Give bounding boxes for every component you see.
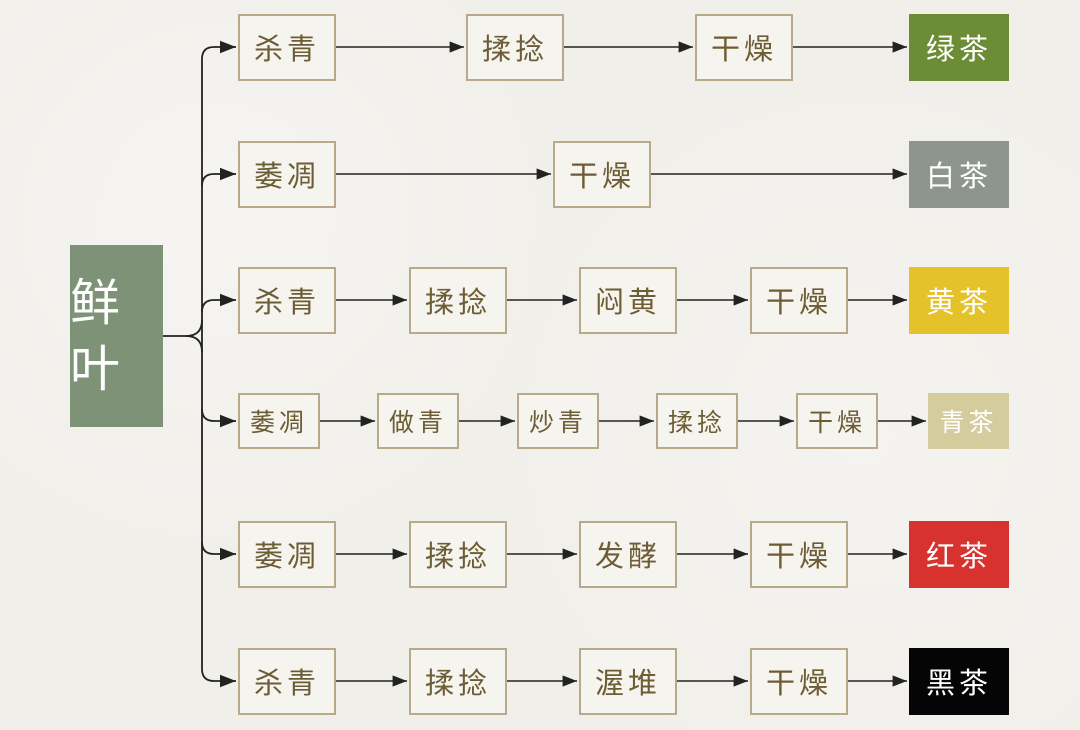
- row-3-step-4: 干燥: [750, 266, 848, 334]
- row-3-result: 黄茶: [909, 266, 1009, 334]
- root-link: [163, 319, 203, 353]
- row-4-result: 青茶: [928, 393, 1009, 449]
- row-5-step-4: 干燥: [750, 520, 848, 588]
- row-6-step-4: 干燥: [750, 647, 848, 715]
- row-4-step-2: 做青: [377, 393, 459, 449]
- row-2-step-1: 萎凋: [238, 140, 336, 208]
- row-3-step-2: 揉捻: [409, 266, 507, 334]
- row-4-branch: [201, 408, 236, 428]
- row-5-step-3: 发酵: [579, 520, 677, 588]
- row-2-branch: [201, 167, 236, 187]
- root-node: 鲜叶: [70, 245, 163, 427]
- row-5-branch: [201, 541, 236, 561]
- row-4-step-3: 炒青: [517, 393, 599, 449]
- row-1-step-2: 揉捻: [466, 13, 564, 81]
- row-5-step-1: 萎凋: [238, 520, 336, 588]
- row-1-step-1: 杀青: [238, 13, 336, 81]
- row-6-step-3: 渥堆: [579, 647, 677, 715]
- root-label: 鲜叶: [70, 274, 120, 398]
- row-5-step-2: 揉捻: [409, 520, 507, 588]
- row-4-step-4: 揉捻: [656, 393, 738, 449]
- row-1-result: 绿茶: [909, 13, 1009, 81]
- row-6-result: 黑茶: [909, 647, 1009, 715]
- row-6-step-1: 杀青: [238, 647, 336, 715]
- row-6-step-2: 揉捻: [409, 647, 507, 715]
- row-2-result: 白茶: [909, 140, 1009, 208]
- row-1-branch: [201, 40, 236, 60]
- row-1-step-3: 干燥: [695, 13, 793, 81]
- row-3-branch: [201, 293, 236, 313]
- row-4-step-1: 萎凋: [238, 393, 320, 449]
- row-5-result: 红茶: [909, 520, 1009, 588]
- row-6-branch: [201, 668, 236, 688]
- row-4-step-5: 干燥: [796, 393, 878, 449]
- row-3-step-3: 闷黄: [579, 266, 677, 334]
- row-2-step-2: 干燥: [553, 140, 651, 208]
- row-3-step-1: 杀青: [238, 266, 336, 334]
